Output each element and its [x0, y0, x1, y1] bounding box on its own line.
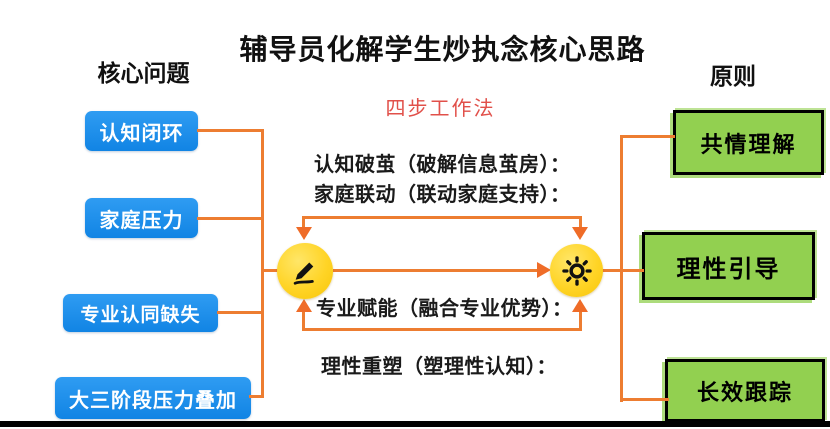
- connector-stub-tracking: [620, 398, 669, 401]
- arrow-down-into-right-node-icon: [572, 227, 588, 240]
- step-text-professional-empowerment: 专业赋能（融合专业优势）：: [316, 296, 573, 320]
- connector-stub-box4: [249, 395, 264, 398]
- connector-top-bracket-right-drop: [579, 216, 582, 228]
- connector-left-spine: [261, 129, 264, 398]
- arrow-down-into-left-node-icon: [296, 227, 312, 240]
- sun-icon: [561, 255, 592, 286]
- bottom-divider-bar: [0, 421, 830, 427]
- node-write-plan: [277, 243, 333, 299]
- arrow-up-into-right-node-icon: [572, 299, 588, 312]
- connector-stub-box1: [197, 129, 264, 132]
- arrow-right-into-right-node-icon: [537, 262, 551, 278]
- connector-stub-box2: [197, 217, 264, 220]
- problem-box-family-pressure: 家庭压力: [85, 198, 198, 238]
- connector-stub-box3: [217, 311, 264, 314]
- connector-stub-empathy: [620, 135, 675, 138]
- connector-bottom-bracket: [302, 328, 582, 331]
- arrow-up-into-left-node-icon: [296, 299, 312, 312]
- connector-top-bracket-left-drop: [302, 216, 305, 228]
- connector-bottom-bracket-left-rise: [302, 312, 305, 331]
- principle-box-long-term-tracking: 长效跟踪: [665, 359, 825, 422]
- step-text-rational-reshaping: 理性重塑（塑理性认知）：: [321, 354, 557, 378]
- step-text-cognition-breakthrough: 认知破茧（破解信息茧房）：: [314, 152, 571, 176]
- problem-box-junior-year-pressure: 大三阶段压力叠加: [55, 377, 251, 419]
- method-subtitle: 四步工作法: [385, 96, 496, 120]
- page-title: 辅导员化解学生炒执念核心思路: [239, 33, 646, 66]
- connector-spine-to-node: [261, 269, 279, 272]
- connector-node-to-node: [333, 269, 539, 272]
- problem-box-cognitive-loop: 认知闭环: [85, 111, 198, 151]
- pencil-icon: [293, 262, 314, 285]
- connector-right-spine: [620, 135, 623, 402]
- problem-box-major-identity: 专业认同缺失: [63, 294, 218, 332]
- node-insight-outcome: [550, 244, 603, 297]
- principle-box-empathy: 共情理解: [673, 110, 824, 175]
- step-text-family-linkage: 家庭联动（联动家庭支持）：: [314, 182, 571, 206]
- principle-box-rational-guidance: 理性引导: [642, 232, 815, 300]
- right-column-header: 原则: [710, 64, 756, 90]
- left-column-header: 核心问题: [97, 61, 190, 87]
- connector-top-bracket: [302, 216, 582, 219]
- connector-bottom-bracket-right-rise: [579, 312, 582, 331]
